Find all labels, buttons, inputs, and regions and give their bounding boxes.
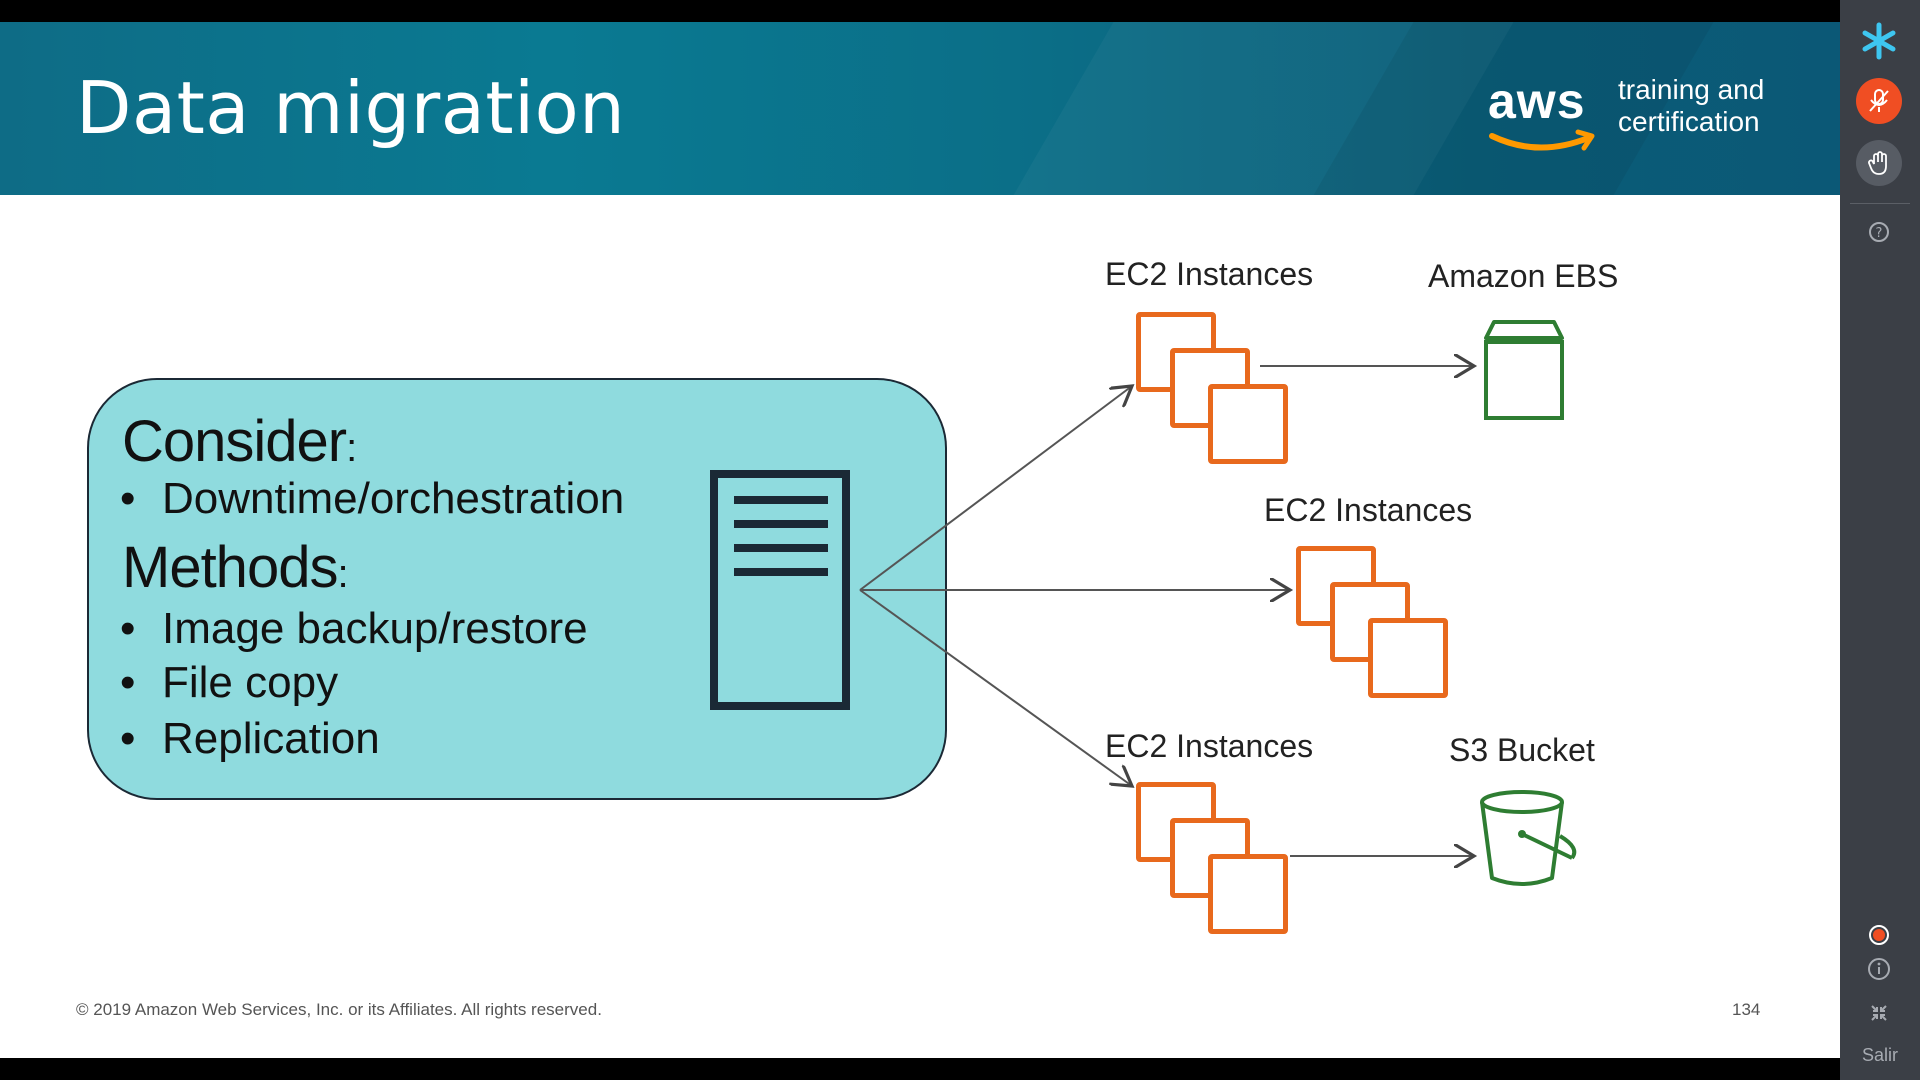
- ec2-instances-icon: [1296, 546, 1456, 706]
- sidebar-divider: [1850, 203, 1910, 204]
- copyright-footer: © 2019 Amazon Web Services, Inc. or its …: [76, 1000, 602, 1019]
- exit-button[interactable]: Salir: [1861, 1045, 1898, 1065]
- ebs-volume-icon: [1484, 320, 1564, 420]
- record-indicator-icon: [1856, 912, 1902, 958]
- ec2-top-label: EC2 Instances: [1105, 256, 1314, 292]
- info-icon[interactable]: [1856, 946, 1902, 992]
- help-icon[interactable]: ?: [1856, 210, 1902, 256]
- ebs-label: Amazon EBS: [1428, 258, 1619, 294]
- slide-header: Data migration aws training and certific…: [0, 22, 1840, 195]
- ec2-bottom-label: EC2 Instances: [1105, 728, 1314, 764]
- slide-title: Data migration: [76, 66, 626, 150]
- s3-bucket-icon: [1480, 790, 1577, 886]
- microphone-muted-icon[interactable]: [1856, 78, 1902, 124]
- aws-smile-icon: [1489, 129, 1595, 151]
- aws-logo-text: aws: [1488, 73, 1586, 129]
- methods-item: •File copy: [120, 658, 339, 707]
- methods-heading: Methods:: [122, 535, 349, 600]
- methods-item: •Replication: [120, 714, 380, 763]
- methods-item: •Image backup/restore: [120, 604, 588, 653]
- presentation-slide: Data migration aws training and certific…: [0, 22, 1840, 1058]
- diagram-arrows: [859, 22, 1840, 1058]
- ec2-instances-icon: [1136, 312, 1296, 472]
- s3-label: S3 Bucket: [1449, 732, 1595, 768]
- collapse-icon[interactable]: [1856, 990, 1902, 1036]
- snowflake-icon[interactable]: [1856, 18, 1902, 64]
- meeting-sidebar: ? Salir: [1840, 0, 1920, 1080]
- bottom-letterbox: [0, 1058, 1840, 1080]
- raise-hand-icon[interactable]: [1856, 140, 1902, 186]
- brand-line-1: training and: [1618, 74, 1765, 105]
- consider-item: •Downtime/orchestration: [120, 474, 625, 523]
- server-icon: [710, 470, 850, 710]
- arrow-to-ec2-top: [859, 386, 1132, 591]
- brand-line-2: certification: [1618, 106, 1760, 137]
- top-letterbox: [0, 0, 1840, 22]
- page-number: 134: [1732, 1000, 1761, 1019]
- svg-text:?: ?: [1876, 226, 1883, 241]
- ec2-instances-icon: [1136, 782, 1296, 942]
- ec2-middle-label: EC2 Instances: [1264, 492, 1473, 528]
- consider-heading: Consider:: [122, 409, 357, 474]
- arrow-to-ec2-bottom: [859, 589, 1132, 786]
